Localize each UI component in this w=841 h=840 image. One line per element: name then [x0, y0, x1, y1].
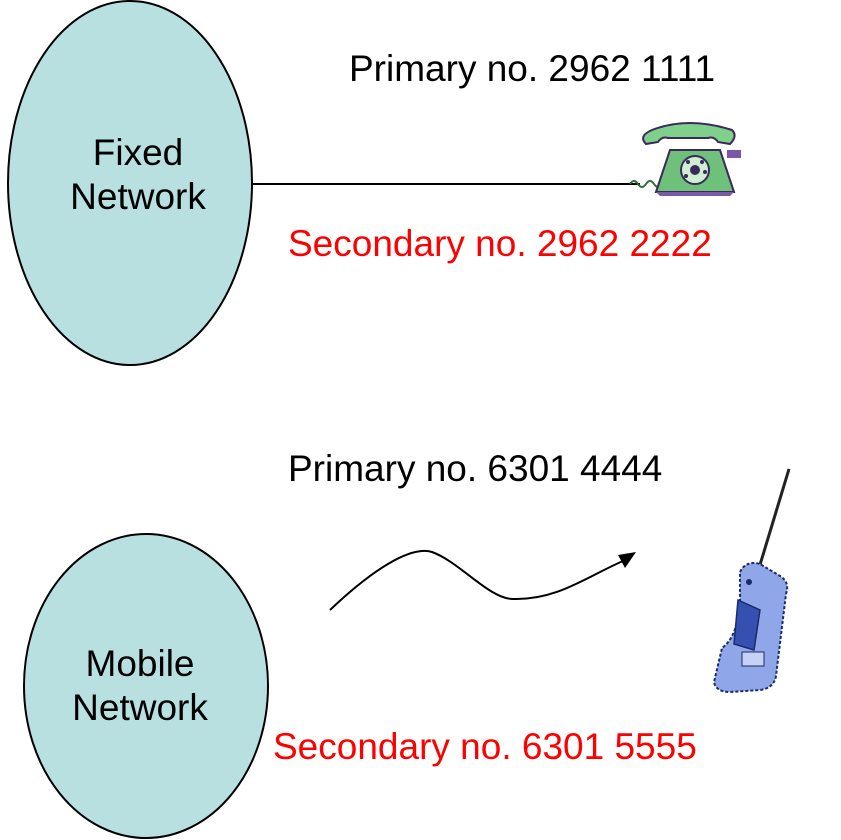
- mobile-secondary-number: Secondary no. 6301 5555: [273, 726, 697, 767]
- arrow-head: [618, 552, 636, 568]
- fixed-secondary-number: Secondary no. 2962 2222: [288, 223, 712, 264]
- mobile-phone-icon: [712, 468, 791, 694]
- fixed-network-label-line2: Network: [70, 176, 206, 217]
- fixed-network-label-line1: Fixed: [92, 132, 184, 173]
- mobile-network-ellipse: [23, 533, 269, 839]
- mobile-primary-number: Primary no. 6301 4444: [288, 448, 663, 489]
- fixed-primary-number: Primary no. 2962 1111: [349, 48, 716, 89]
- mobile-network-label: Mobile Network: [40, 642, 240, 730]
- mobile-network-label-line1: Mobile: [85, 643, 195, 684]
- desk-telephone-icon: [642, 122, 741, 196]
- fixed-network-label: Fixed Network: [38, 131, 238, 219]
- wireless-signal-arrow: [329, 549, 631, 611]
- mobile-network-label-line2: Network: [72, 687, 208, 728]
